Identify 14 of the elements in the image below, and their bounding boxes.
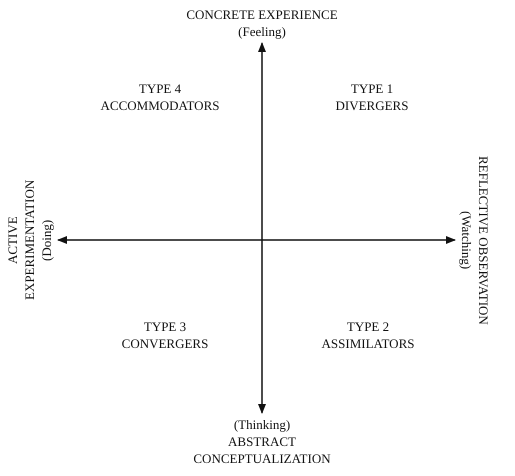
quadrant-label: TYPE 3 CONVERGERS [120,318,210,352]
double-arrow [57,236,456,244]
pole-subtitle: (Feeling) [237,23,287,40]
pole-subtitle: (Thinking) [232,416,292,433]
pole-label: REFLECTIVE OBSERVATION [475,155,492,325]
pole-subtitle: (Doing) [38,218,55,263]
quadrant-label: TYPE 1 DIVERGERS [334,80,410,114]
quadrant-label: TYPE 4 ACCOMMODATORS [100,80,220,114]
pole-label: ACTIVE EXPERIMENTATION [4,178,38,302]
pole-label: ABSTRACT CONCEPTUALIZATION [192,433,332,467]
pole-subtitle: (Watching) [458,210,475,272]
quadrant-label: TYPE 2 ASSIMILATORS [320,318,416,352]
pole-label: CONCRETE EXPERIENCE [185,6,339,23]
double-arrow [258,42,266,414]
